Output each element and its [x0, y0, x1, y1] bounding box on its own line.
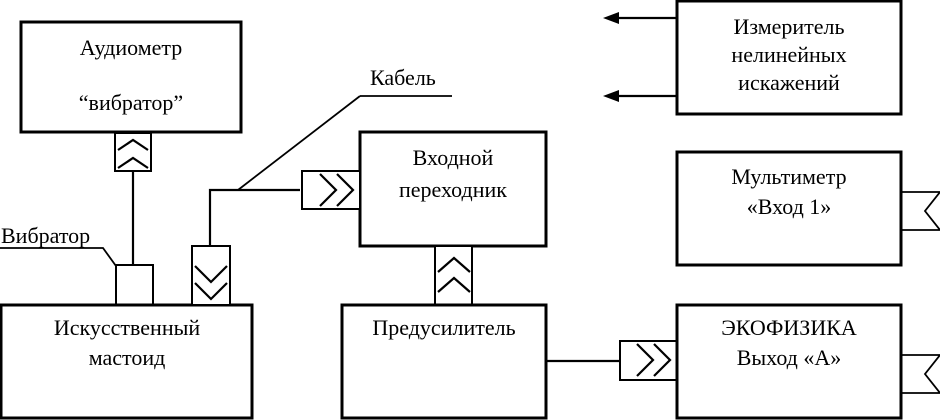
adapter-label-line2: переходник — [399, 177, 507, 202]
multimeter-block: Мультиметр «Вход 1» — [675, 150, 903, 267]
meter-input-arrow-1 — [603, 12, 677, 24]
ecophysics-block: ЭКОФИЗИКА Выход «А» — [675, 303, 903, 420]
preamp-label: Предусилитель — [372, 315, 515, 340]
vibrator-leader-line — [0, 247, 117, 267]
ecophysics-label-line1: ЭКОФИЗИКА — [721, 315, 857, 340]
audiometer-label-line2: “вибратор” — [79, 90, 183, 115]
audiometer-connector — [114, 132, 152, 172]
adapter-label-line1: Входной — [413, 145, 494, 170]
meter-label-line3: искажений — [738, 70, 840, 95]
multimeter-box — [675, 150, 903, 267]
vibrator-label: Вибратор — [1, 223, 90, 248]
ecophysics-box — [675, 303, 903, 420]
mastoid-label-line1: Искусственный — [54, 315, 201, 340]
meter-label-line1: Измеритель — [733, 14, 844, 39]
ecophysics-output-connector — [901, 354, 940, 394]
distortion-meter-box — [675, 0, 903, 116]
adapter-block: Входной переходник — [358, 130, 548, 248]
mastoid-box — [0, 303, 254, 420]
multimeter-connector — [901, 191, 940, 231]
adapter-input-connector — [301, 170, 361, 210]
cable-leader-line — [237, 95, 361, 191]
mastoid-connector — [191, 245, 231, 306]
preamp-box — [340, 303, 548, 420]
mastoid-label-line2: мастоид — [89, 345, 166, 370]
adapter-preamp-connector — [434, 245, 473, 306]
ecophysics-input-connector — [619, 340, 678, 381]
mastoid-block: Искусственный мастоид — [0, 303, 254, 420]
preamp-block: Предусилитель — [340, 303, 548, 420]
distortion-meter-block: Измеритель нелинейных искажений — [675, 0, 903, 116]
audiometer-block: Аудиометр “вибратор” — [19, 20, 243, 134]
meter-label-line2: нелинейных — [731, 42, 846, 67]
cable-label: Кабель — [370, 65, 436, 90]
multimeter-label-line1: Мультиметр — [731, 164, 846, 189]
cable-wire — [208, 188, 300, 246]
multimeter-label-line2: «Вход 1» — [747, 194, 832, 219]
audiometer-box — [19, 20, 243, 134]
vibrator-block — [115, 264, 154, 306]
ecophysics-label-line2: Выход «А» — [737, 345, 842, 370]
audiometer-label-line1: Аудиометр — [80, 35, 183, 60]
meter-input-arrow-2 — [603, 90, 677, 102]
